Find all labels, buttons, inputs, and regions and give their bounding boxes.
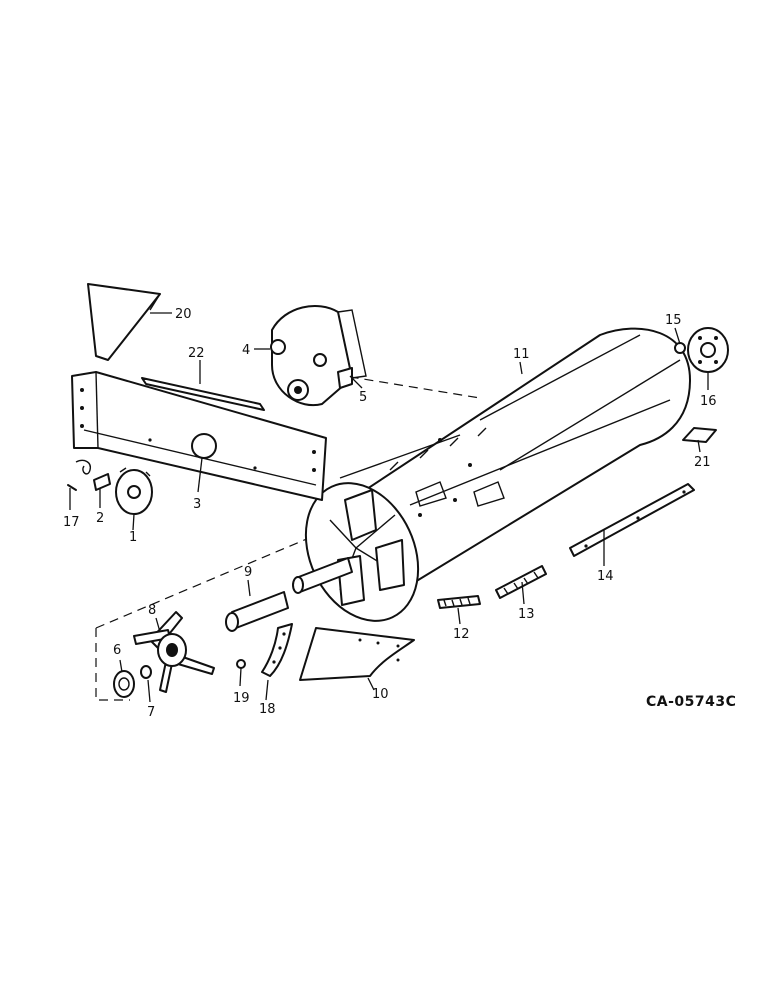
part-10-plate [299,627,415,681]
callout-21: 21 [694,455,711,470]
callout-9: 9 [244,565,252,580]
callout-16: 16 [700,394,717,409]
callout-18: 18 [259,702,276,717]
part-9-shaft [225,591,289,632]
callout-17: 17 [63,515,80,530]
callout-20: 20 [175,307,192,322]
part-17-spring [67,459,91,491]
part-12-rasp [437,595,481,609]
part-8-spider [133,611,215,693]
callout-10: 10 [372,687,389,702]
part-21-clip [682,427,717,443]
part-13-rasp-bar [495,565,547,599]
callout-13: 13 [518,607,535,622]
callout-8: 8 [148,603,156,618]
callout-1: 1 [129,530,137,545]
part-7-washer [140,665,152,679]
part-1-sprocket [115,467,153,515]
callout-2: 2 [96,511,104,526]
callout-4: 4 [242,343,250,358]
callout-6: 6 [113,643,121,658]
part-22-strip [141,377,265,411]
part-20-shield [87,283,161,361]
part-16-hub [687,327,729,373]
part-5-bracket [337,367,353,389]
callout-19: 19 [233,691,250,706]
part-18-strip [261,623,293,677]
part-6-bearing [113,670,135,698]
drawing-reference: CA-05743C [646,694,736,710]
rotor-shaft [292,557,353,594]
callouts: 20 22 3 4 5 11 15 16 21 17 2 1 9 8 6 7 1… [63,307,717,720]
part-2-key [93,473,111,491]
part-14-bar [569,483,695,557]
callout-12: 12 [453,627,470,642]
callout-3: 3 [193,497,201,512]
part-19-bolt [236,659,246,669]
part-4-bearing-plate [270,305,367,407]
part-3-frame [71,371,327,501]
callout-15: 15 [665,313,682,328]
callout-11: 11 [513,347,530,362]
callout-14: 14 [597,569,614,584]
callout-22: 22 [188,346,205,361]
part-15-nut [674,342,686,354]
callout-5: 5 [359,390,367,405]
leader-lines [69,312,709,703]
callout-7: 7 [147,705,155,720]
